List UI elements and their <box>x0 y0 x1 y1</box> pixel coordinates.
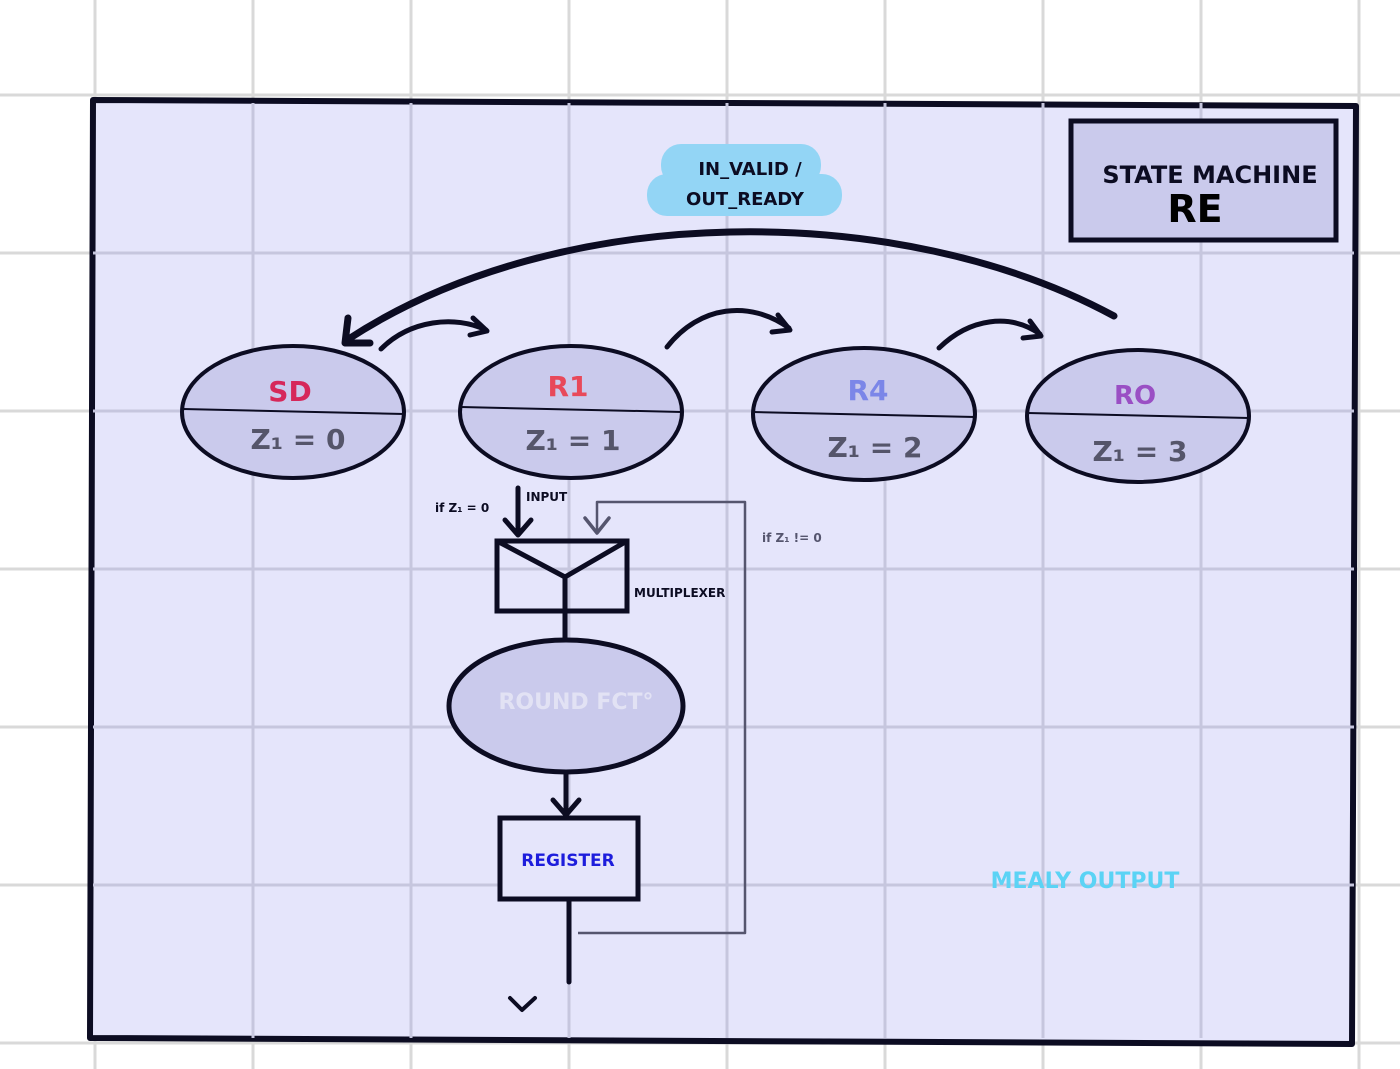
round-function-label: ROUND FCT° <box>498 690 653 715</box>
multiplexer <box>494 538 630 614</box>
transition-label: IN_VALID / OUT_READY <box>647 144 842 216</box>
transition-label-line-1: IN_VALID / <box>698 159 802 180</box>
arrow-head <box>550 797 582 818</box>
state-sd-name: SD <box>268 375 311 408</box>
arrow-head <box>583 516 611 535</box>
transition-label-line-2: OUT_READY <box>686 189 805 210</box>
mealy-output-label: MEALY OUTPUT <box>991 869 1180 894</box>
register-label: REGISTER <box>521 851 615 871</box>
return-arrow-head <box>341 314 374 347</box>
state-r1-name: R1 <box>547 370 588 403</box>
arrow-head <box>467 315 490 338</box>
input-label: INPUT <box>526 490 568 504</box>
arrow-head <box>1020 318 1044 341</box>
state-sd: SD Z₁ = 0 <box>180 344 406 480</box>
board-grid <box>93 103 1354 1038</box>
multiplexer-label: MULTIPLEXER <box>634 586 725 600</box>
state-r1-condition: Z₁ = 1 <box>525 424 620 457</box>
state-ro-name: RO <box>1114 381 1156 411</box>
state-r1: R1 Z₁ = 1 <box>458 344 684 480</box>
feedback-loop <box>578 500 747 935</box>
feedback-condition: if Z₁ != 0 <box>762 531 822 545</box>
state-r4-condition: Z₁ = 2 <box>827 431 922 464</box>
state-sd-condition: Z₁ = 0 <box>250 423 345 456</box>
transition-arrow-sd-r1 <box>378 319 489 352</box>
input-condition: if Z₁ = 0 <box>435 501 489 515</box>
title-box: STATE MACHINE RE <box>1068 118 1339 243</box>
arrow-head <box>502 517 534 538</box>
output-chevron <box>508 996 537 1012</box>
state-r4: R4 Z₁ = 2 <box>751 346 977 482</box>
transition-arrow-r4-ro <box>936 318 1043 351</box>
transition-arrow-r1-r4 <box>664 308 792 350</box>
title-line-2: RE <box>1167 187 1222 231</box>
register: REGISTER <box>497 815 641 902</box>
state-r4-name: R4 <box>847 374 888 407</box>
arrow-head <box>769 312 793 335</box>
round-function: ROUND FCT° <box>446 637 686 775</box>
title-line-1: STATE MACHINE <box>1102 161 1317 189</box>
state-ro-condition: Z₁ = 3 <box>1092 435 1187 468</box>
state-ro: RO Z₁ = 3 <box>1025 348 1251 484</box>
return-transition-arrow <box>343 228 1118 344</box>
